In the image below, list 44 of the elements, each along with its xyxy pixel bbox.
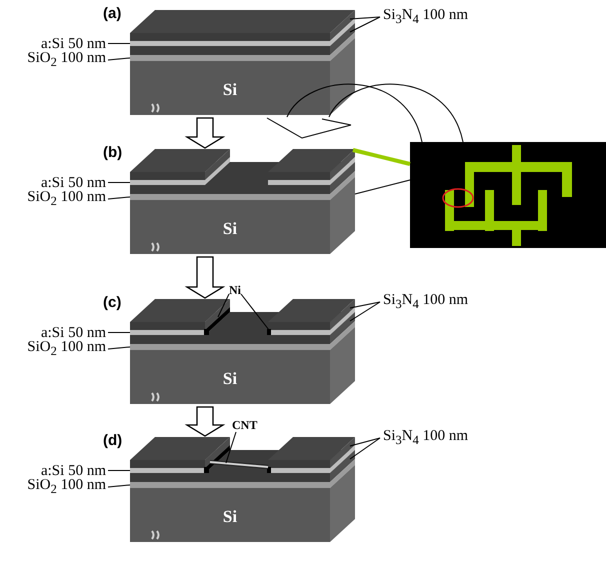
layer-name: Si — [222, 369, 238, 388]
leader-line — [226, 432, 236, 464]
leader-line — [350, 302, 380, 308]
leader-line — [108, 332, 130, 333]
layer-label: SiO$_{2}$ 100 nm — [27, 50, 106, 70]
leader-line — [108, 346, 130, 350]
layer-label: a:Si 50 nm — [40, 174, 106, 190]
leader-line — [218, 294, 230, 318]
panel-label: (c) — [103, 294, 122, 311]
layer-label: SiO$_{2}$ 100 nm — [27, 339, 106, 359]
layer-label: a:Si 50 nm — [40, 324, 106, 340]
leader-line — [108, 470, 130, 471]
leader-line — [350, 16, 380, 32]
material-label: Ni — [229, 284, 241, 297]
material-label: CNT — [232, 419, 258, 432]
zoom-line — [286, 84, 422, 142]
leader-line — [350, 438, 380, 446]
leader-line — [350, 16, 380, 20]
layer-name: Si — [222, 219, 238, 238]
layer-label: SiO$_{2}$ 100 nm — [27, 477, 106, 497]
leader-line — [350, 302, 380, 322]
layer-label: a:Si 50 nm — [40, 36, 106, 52]
panel-label: (d) — [103, 432, 122, 449]
layer-label: Si$_{3}$N$_{4}$ 100 nm — [383, 292, 468, 312]
leader-line — [108, 182, 130, 183]
layer-label: a:Si 50 nm — [40, 462, 106, 478]
layer-label: SiO$_{2}$ 100 nm — [27, 189, 106, 209]
layer-label: Si$_{3}$N$_{4}$ 100 nm — [383, 7, 468, 27]
panel-label: (b) — [103, 144, 122, 161]
leader-line — [354, 180, 410, 194]
process-step-arrow — [184, 406, 226, 437]
leader-line — [108, 196, 130, 200]
leader-line — [108, 43, 130, 44]
process-step-arrow — [184, 256, 226, 299]
leader-line — [108, 484, 130, 488]
layer-name: Si — [222, 507, 238, 526]
leader-line — [240, 294, 270, 330]
leader-line — [350, 438, 380, 460]
panel-label: (a) — [103, 5, 122, 22]
leader-line — [108, 58, 130, 60]
layer-label: Si$_{3}$N$_{4}$ 100 nm — [383, 428, 468, 448]
layer-name: Si — [222, 80, 238, 99]
zoom-line — [328, 84, 464, 142]
process-step-arrow — [184, 117, 226, 149]
